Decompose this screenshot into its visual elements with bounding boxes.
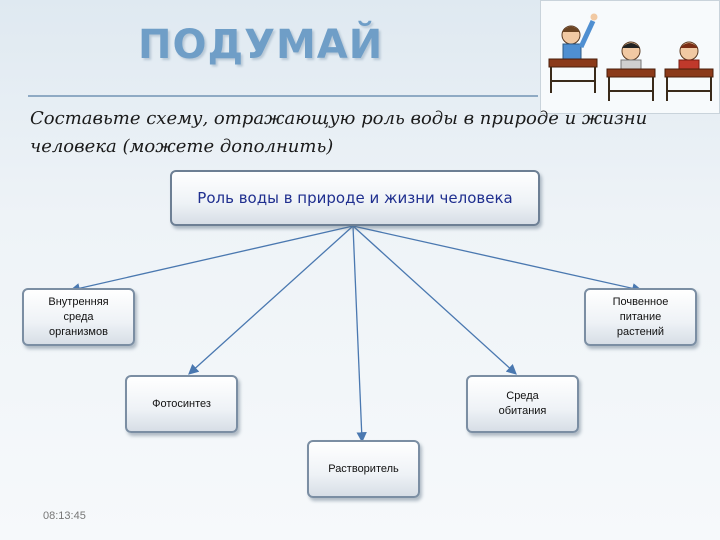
root-node: Роль воды в природе и жизни человека (170, 170, 540, 226)
arrow-photo (188, 225, 354, 375)
node-label: Внутренняя среда организмов (48, 295, 109, 338)
node-solvent: Растворитель (307, 440, 420, 498)
arrow-inner (69, 225, 354, 294)
node-photosynthesis: Фотосинтез (125, 375, 238, 433)
node-inner-environment: Внутренняя среда организмов (22, 288, 135, 346)
node-label: Фотосинтез (152, 397, 211, 410)
arrow-solvent (352, 225, 367, 443)
students-at-desks-icon (540, 0, 720, 114)
slide-title: ПОДУМАЙ (138, 22, 384, 68)
node-soil-nutrition: Почвенное питание растений (584, 288, 697, 346)
node-label: Растворитель (328, 462, 399, 475)
arrow-soil (352, 225, 643, 294)
node-label: Почвенное питание растений (612, 295, 669, 338)
slide-timestamp: 08:13:45 (43, 510, 86, 522)
arrow-habitat (352, 225, 517, 375)
root-label: Роль воды в природе и жизни человека (197, 188, 513, 207)
node-habitat: Среда обитания (466, 375, 579, 433)
task-text: Составьте схему, отражающую роль воды в … (30, 108, 648, 157)
node-label: Среда обитания (498, 390, 547, 417)
title-divider (28, 95, 538, 97)
